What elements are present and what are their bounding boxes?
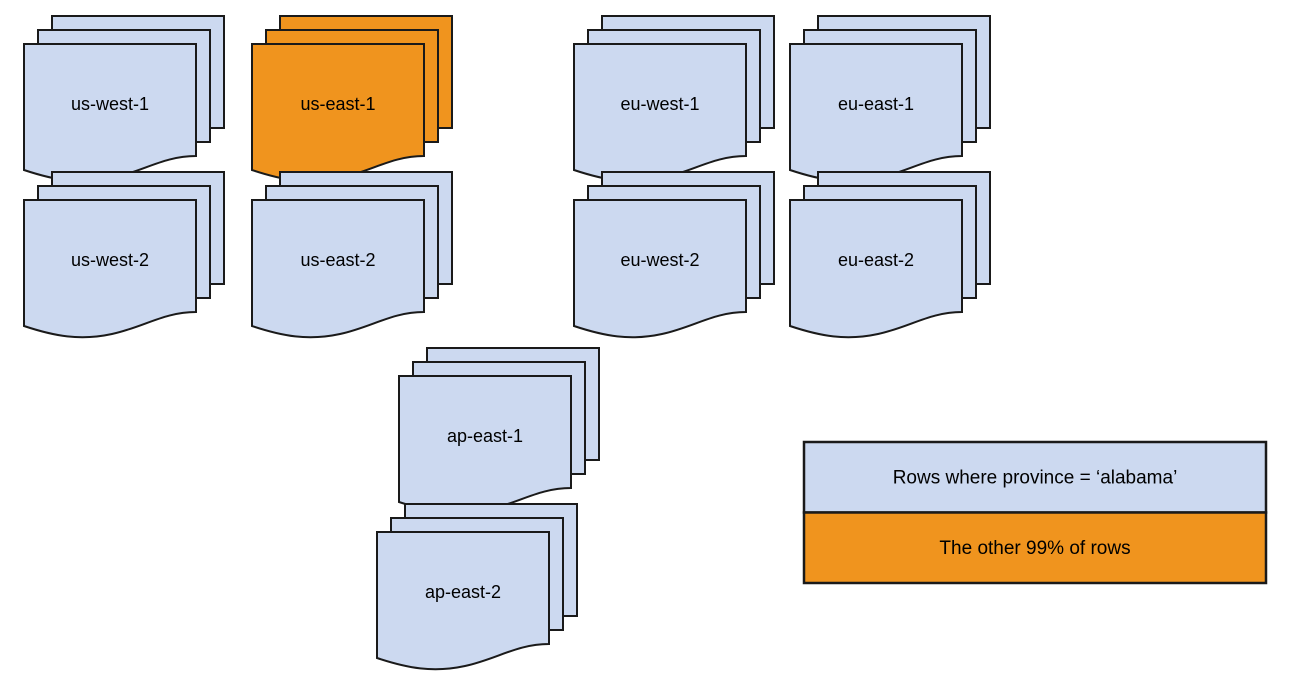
- region-stack-label: eu-west-2: [620, 250, 699, 270]
- region-stack-label: us-east-2: [300, 250, 375, 270]
- legend-swatch: [802, 511, 1268, 585]
- legend-label: The other 99% of rows: [939, 538, 1130, 559]
- legend-swatch: [802, 440, 1268, 514]
- legend-group: Rows where province = ‘alabama’ The other…: [802, 440, 1268, 585]
- region-stack-eu-east-1[interactable]: eu-east-1: [789, 15, 991, 183]
- region-stack-label: us-west-1: [71, 94, 149, 114]
- region-stack-label: eu-east-1: [838, 94, 914, 114]
- region-stack-label: eu-west-1: [620, 94, 699, 114]
- region-stack-eu-east-2[interactable]: eu-east-2: [789, 171, 991, 339]
- region-stacks-group: us-west-1 us-east-1 eu-west-1 eu-east-1 us-w…: [23, 15, 991, 671]
- region-stack-us-east-1[interactable]: us-east-1: [251, 15, 453, 183]
- region-stack-label: us-west-2: [71, 250, 149, 270]
- legend-entry-blue: Rows where province = ‘alabama’: [802, 440, 1268, 514]
- legend-entry-orange: The other 99% of rows: [802, 511, 1268, 585]
- region-stack-eu-west-1[interactable]: eu-west-1: [573, 15, 775, 183]
- region-stack-label: ap-east-1: [447, 426, 523, 446]
- region-stack-us-west-1[interactable]: us-west-1: [23, 15, 225, 183]
- region-stack-us-east-2[interactable]: us-east-2: [251, 171, 453, 339]
- region-stack-ap-east-2[interactable]: ap-east-2: [376, 503, 578, 671]
- region-stack-ap-east-1[interactable]: ap-east-1: [398, 347, 600, 515]
- region-stack-label: eu-east-2: [838, 250, 914, 270]
- region-stack-eu-west-2[interactable]: eu-west-2: [573, 171, 775, 339]
- region-stack-label: us-east-1: [300, 94, 375, 114]
- region-stack-label: ap-east-2: [425, 582, 501, 602]
- region-stack-us-west-2[interactable]: us-west-2: [23, 171, 225, 339]
- legend-label: Rows where province = ‘alabama’: [893, 467, 1178, 488]
